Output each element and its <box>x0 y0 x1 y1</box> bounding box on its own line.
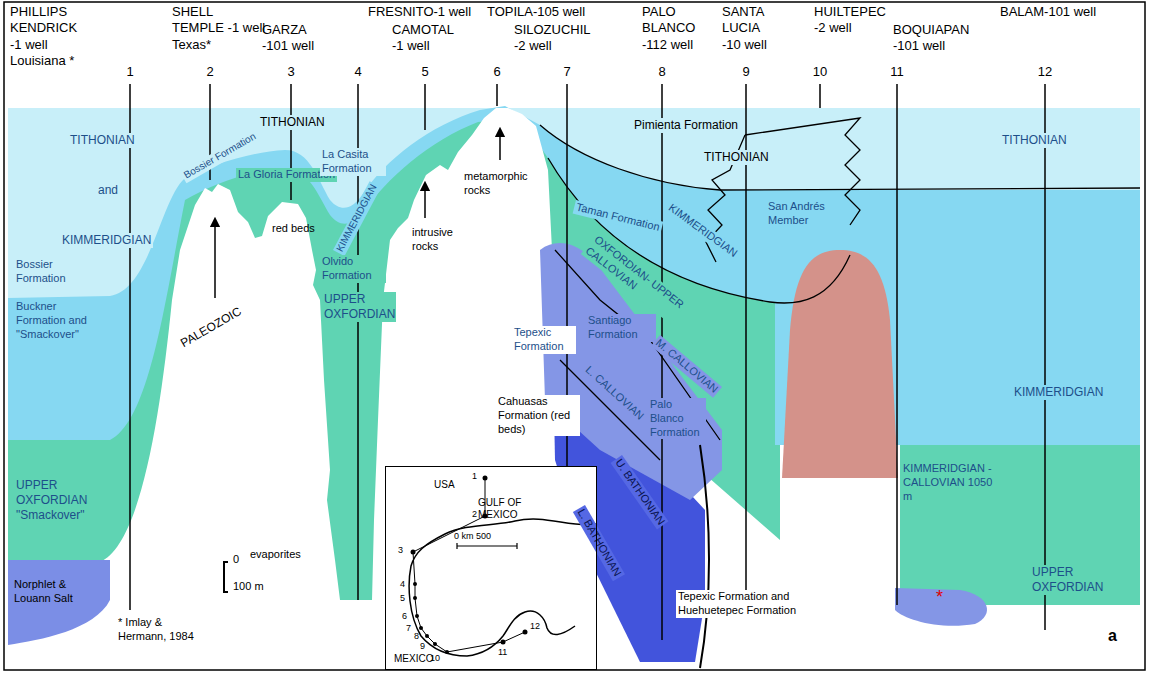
well-name: BOQUIAPAN -101 well <box>893 22 975 55</box>
well-name: SILOZUCHIL -2 well <box>514 22 598 55</box>
well-name: PALO BLANCO -112 well <box>642 4 706 53</box>
section-label: 0 <box>233 553 239 567</box>
well-number: 11 <box>885 64 909 80</box>
section-label: metamorphic rocks <box>464 170 544 198</box>
section-label: La Casita Formation <box>320 148 386 176</box>
section-label: Cahuasas Formation (red beds) <box>496 395 580 436</box>
map-label: 0 km 500 <box>454 531 491 542</box>
well-number: 7 <box>555 64 579 80</box>
section-label: Palo Blanco Formation <box>648 398 706 439</box>
well-number: 3 <box>279 64 303 80</box>
map-well-number: 10 <box>430 653 440 664</box>
section-label: TITHONIAN <box>1000 133 1069 148</box>
section-label: * Imlay & Hermann, 1984 <box>118 616 208 644</box>
section-label: and <box>98 183 118 198</box>
section-label: KIMMERIDGIAN <box>1012 385 1105 400</box>
well-number: 12 <box>1033 64 1057 80</box>
well-name: GARZA -101 well <box>262 22 324 55</box>
section-label: Santiago Formation <box>586 314 656 342</box>
well-name: PHILLIPS KENDRICK -1 well Louisiana * <box>10 4 88 69</box>
well-number: 2 <box>198 64 222 80</box>
map-well-number: 2 <box>472 509 477 520</box>
map-well-number: 3 <box>398 545 403 556</box>
map-well-number: 1 <box>472 471 477 482</box>
section-label: Tepexic Formation <box>512 326 576 354</box>
section-label: red beds <box>272 222 316 236</box>
well-name: BALAM-101 well <box>1000 4 1096 20</box>
well-number: 9 <box>734 64 758 80</box>
section-label: Buckner Formation and "Smackover" <box>16 300 96 341</box>
map-label: USA <box>434 479 455 491</box>
well-number: 1 <box>118 64 142 80</box>
map-label: GULF OF MEXICO <box>478 497 540 521</box>
section-label: UPPER OXFORDIAN <box>1030 565 1104 595</box>
well-number: 4 <box>346 64 370 80</box>
section-label: UPPER OXFORDIAN <box>322 292 396 322</box>
well-name: FRESNITO-1 well <box>368 4 471 20</box>
section-label: Olvido Formation <box>320 255 386 283</box>
map-well-number: 7 <box>406 623 411 634</box>
map-label: MEXICO <box>394 653 433 665</box>
section-label: KIMMERIDGIAN - CALLOVIAN 1050 m <box>903 462 1003 503</box>
section-label: * <box>936 586 943 609</box>
location-map: USAGULF OF MEXICO0 km 500MEXICO123456789… <box>385 466 597 670</box>
section-label: Norphlet & Louann Salt <box>14 578 104 606</box>
map-well-number: 4 <box>400 579 405 590</box>
section-label: Pimienta Formation <box>632 118 740 133</box>
map-well-number: 9 <box>420 641 425 652</box>
well-number: 10 <box>808 64 832 80</box>
section-label: TITHONIAN <box>258 115 327 130</box>
section-label: TITHONIAN <box>702 150 771 165</box>
section-label: KIMMERIDGIAN <box>60 233 153 248</box>
map-well-number: 5 <box>400 593 405 604</box>
section-label: Bossier Formation <box>16 258 96 286</box>
well-name: SANTA LUCIA -10 well <box>722 4 780 53</box>
well-name: CAMOTAL -1 well <box>392 22 454 55</box>
section-label: intrusive rocks <box>412 226 472 254</box>
well-name: HUILTEPEC -2 well <box>814 4 894 37</box>
map-well-number: 11 <box>498 647 507 658</box>
section-label: San Andrés Member <box>766 200 840 228</box>
well-name: TOPILA-105 well <box>487 4 585 20</box>
map-well-number: 6 <box>402 611 407 622</box>
section-label: 100 m <box>233 580 264 594</box>
section-label: TITHONIAN <box>68 133 137 148</box>
well-name: SHELL TEMPLE -1 well Texas* <box>172 4 268 53</box>
map-well-number: 8 <box>414 631 419 642</box>
well-number: 8 <box>650 64 674 80</box>
well-number: 6 <box>485 64 509 80</box>
well-number: 5 <box>413 64 437 80</box>
section-label: a <box>1108 626 1117 646</box>
section-label: UPPER OXFORDIAN "Smackover" <box>16 478 121 523</box>
section-label: evaporites <box>250 548 301 562</box>
section-label: Tepexic Formation and Huehuetepec Format… <box>676 590 850 618</box>
map-well-number: 12 <box>530 621 540 632</box>
